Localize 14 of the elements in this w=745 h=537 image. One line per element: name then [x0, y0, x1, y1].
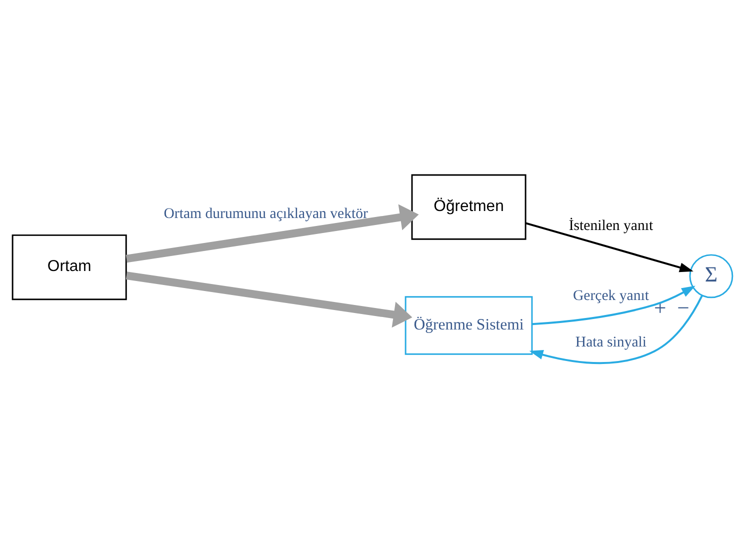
arrow: [529, 294, 703, 364]
edge-label: Hata sinyali: [575, 334, 647, 350]
arrow: [126, 204, 419, 262]
arrow: [526, 222, 694, 272]
edge-label: Ortam durumunu açıklayan vektör: [164, 205, 368, 222]
node-label: + −: [654, 295, 690, 320]
node-box: Öğretmen: [411, 174, 526, 240]
node-box: Ortam: [12, 234, 127, 300]
node-circle: Σ: [689, 254, 734, 298]
node-box: Öğrenme Sistemi: [404, 296, 533, 354]
edge-label: İstenilen yanıt: [568, 217, 654, 234]
arrow: [126, 271, 412, 328]
edge-label: Gerçek yanıt: [572, 287, 649, 304]
arrow: [532, 285, 696, 325]
